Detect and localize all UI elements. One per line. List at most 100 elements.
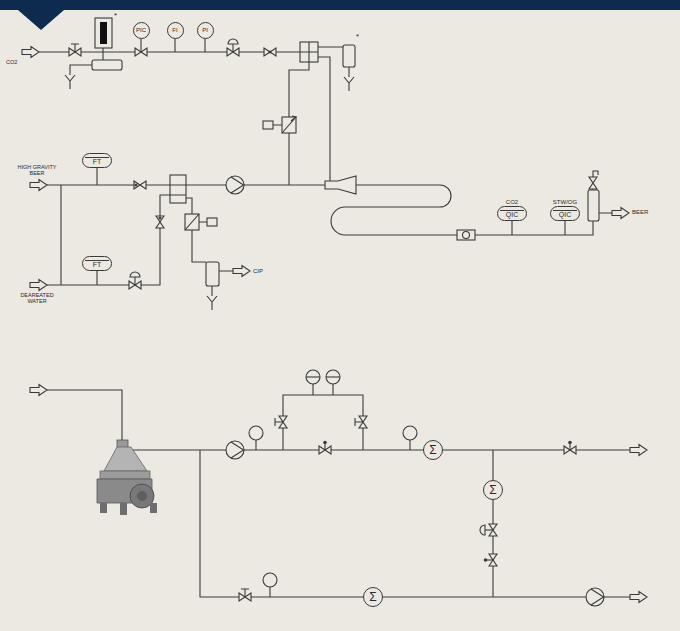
check-valve [156, 216, 164, 228]
stream-label: * [356, 33, 359, 42]
instrument-tag: FT [93, 261, 102, 268]
outlet-arrow [233, 266, 250, 277]
manual-valve [355, 416, 367, 428]
cylinder [92, 60, 122, 70]
instrument-circle: FI [167, 22, 184, 39]
instrument-bubble: FT [82, 153, 112, 168]
sight-glass [95, 18, 112, 48]
control-valve [135, 48, 147, 56]
manual-valve [239, 589, 251, 601]
instrument-tag: Σ [429, 444, 436, 456]
bubble-outline: QIC [497, 206, 527, 221]
manual-valve [69, 44, 81, 56]
instrument-tag: Σ [369, 591, 376, 603]
instrument-tag: FI [172, 27, 177, 33]
water-line [30, 195, 250, 310]
instrument-tag: FT [93, 158, 102, 165]
inlet-arrow [30, 180, 47, 191]
separator [206, 262, 219, 286]
drain-symbol [65, 75, 75, 89]
instrument-bubble: STW/OG QIC [550, 199, 580, 221]
drain-symbol [207, 296, 217, 310]
circle-outline: Σ [363, 587, 383, 607]
pressure-gauge [249, 426, 263, 450]
valve-inner [185, 214, 207, 230]
vent-valve [589, 177, 597, 189]
bubble-outline: QIC [550, 206, 580, 221]
actuator [207, 218, 217, 226]
pump-symbol [226, 176, 244, 194]
stream-label: CIP [253, 268, 263, 275]
pipe [47, 160, 325, 285]
stream-label: DEAREATED WATER [14, 292, 60, 304]
divider-line [500, 210, 524, 211]
inlet-arrow [30, 280, 47, 291]
vent-flag [593, 171, 598, 177]
recorder-symbol [306, 370, 340, 384]
beer-line [30, 160, 629, 285]
stream-label: BEER [632, 209, 648, 216]
instrument-circle: Σ [423, 440, 443, 460]
bubble-outline: FT [82, 153, 112, 168]
control-valve [227, 39, 239, 56]
sight-glass-fill [100, 22, 107, 44]
coil-pipe [331, 184, 612, 235]
check-dot [135, 184, 138, 187]
injector [325, 176, 356, 194]
sight-glass [588, 190, 599, 221]
instrument-tag: QIC [559, 211, 571, 218]
instrument-circle: PI [197, 22, 214, 39]
check-dot [159, 217, 162, 220]
check-valve [134, 181, 146, 189]
instrument-circle: Σ [363, 587, 383, 607]
outlet-arrow [612, 208, 629, 219]
instrument-tag: Σ [489, 484, 496, 496]
instrument-tag: PI [202, 27, 208, 33]
co2-line [22, 18, 355, 185]
valve [564, 441, 576, 454]
outlet-arrow [630, 445, 647, 456]
drain-symbol [344, 77, 354, 91]
mixer-inner [300, 42, 318, 62]
inlet-arrow [22, 47, 39, 58]
instrument-bubble: FT [82, 256, 112, 271]
control-valve [480, 524, 497, 536]
separator-system [30, 370, 647, 606]
circle-outline: PI [197, 22, 214, 39]
check-dot [269, 51, 272, 54]
valve [484, 554, 497, 566]
flow-meter-dial [463, 232, 470, 239]
flow-meter [457, 230, 475, 240]
instrument-bubble: CO2QIC [497, 199, 527, 221]
pressure-gauge [403, 426, 417, 450]
instrument-circle: Σ [483, 480, 503, 500]
instrument-heading: CO2 [506, 199, 518, 205]
stream-label: * [114, 12, 117, 21]
circle-outline: FI [167, 22, 184, 39]
valve-inner [273, 116, 296, 133]
inlet-arrow [30, 385, 47, 396]
divider-line [85, 157, 109, 158]
instrument-heading: STW/OG [553, 199, 577, 205]
mixer-box [300, 42, 318, 62]
circle-outline: Σ [483, 480, 503, 500]
centrifuge-illustration [97, 440, 157, 515]
pump-symbol [586, 588, 604, 606]
divider-line [553, 210, 577, 211]
stream-label: HIGH GRAVITY BEER [14, 164, 60, 176]
check-valve [264, 48, 276, 56]
instrument-tag: PIC [136, 27, 146, 33]
circle-outline: PIC [133, 22, 150, 39]
instrument-tag: QIC [506, 211, 518, 218]
outlet-arrow [630, 592, 647, 603]
separator [343, 45, 355, 67]
divider-line [85, 260, 109, 261]
instrument-circle: PIC [133, 22, 150, 39]
circle-outline: Σ [423, 440, 443, 460]
manual-valve [275, 416, 287, 428]
pipe [289, 45, 349, 185]
bubble-outline: FT [82, 256, 112, 271]
pipe [47, 384, 630, 597]
valve [319, 441, 331, 454]
